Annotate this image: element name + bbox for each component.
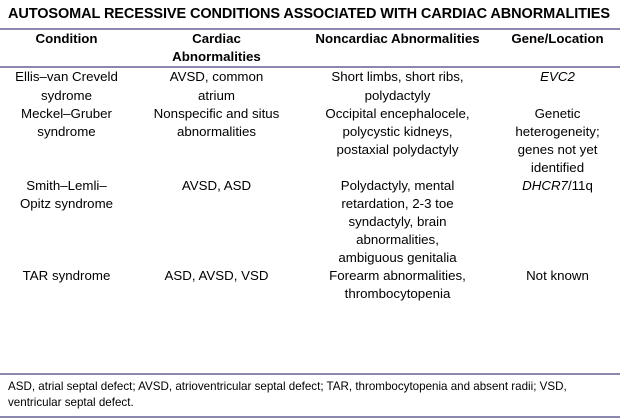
cell-noncardiac-abnormalities-line3: postaxial polydactyly (336, 141, 459, 157)
cell-noncardiac-abnormalities-line1: Short limbs, short ribs, (331, 69, 464, 85)
column-header-condition-line2: Condition (35, 31, 98, 47)
cell-noncardiac-abnormalities-line5: ambiguous genitalia (338, 250, 457, 266)
cell-condition: Ellis–van Creveld sydrome (0, 68, 133, 104)
page-title: AUTOSOMAL RECESSIVE CONDITIONS ASSOCIATE… (8, 6, 610, 22)
column-header-cardiac-line2: Abnormalities (172, 49, 261, 65)
rule-below-header (0, 66, 620, 69)
cell-condition: Smith–Lemli– Opitz syndrome (0, 177, 133, 267)
figure-title-block: AUTOSOMAL RECESSIVE CONDITIONS ASSOCIATE… (0, 0, 620, 28)
cell-cardiac-abnormalities-line2: atrium (198, 87, 235, 103)
gene-symbol: EVC2 (540, 69, 575, 85)
cell-condition-line1: TAR syndrome (22, 268, 111, 284)
column-header-cardiac-abnormalities: Cardiac Abnormalities (133, 30, 300, 66)
column-header-noncardiac-abnormalities: Noncardiac Abnormalities (300, 30, 495, 66)
table-body: Ellis–van Creveld sydrome AVSD, common atri… (0, 68, 620, 303)
cell-noncardiac-abnormalities-line2: retardation, 2-3 toe (341, 195, 454, 211)
cell-condition-line2: Opitz syndrome (19, 195, 114, 211)
cell-noncardiac-abnormalities-line1: Forearm abnormalities, (329, 268, 466, 284)
column-header-condition: Condition (0, 30, 133, 66)
footnote-block: ASD, atrial septal defect; AVSD, atriove… (0, 372, 620, 418)
rule-below-title (0, 28, 620, 31)
cell-condition-line2: sydrome (41, 87, 92, 103)
cell-cardiac-abnormalities: ASD, AVSD, VSD (133, 267, 300, 303)
cell-condition-line1: Smith–Lemli– (26, 177, 107, 193)
cell-condition: TAR syndrome (0, 267, 133, 303)
rule-below-footnote (0, 416, 620, 418)
cell-condition: Meckel–Gruber syndrome (0, 105, 133, 177)
cell-noncardiac-abnormalities-line2: polydactyly (364, 87, 431, 103)
column-header-noncardiac-line2: Noncardiac Abnormalities (315, 31, 480, 47)
column-header-cardiac-line1: Cardiac (192, 31, 241, 47)
cell-gene-location-line4: identified (530, 159, 585, 175)
cell-gene-location-line1: DHCR7/11q (495, 177, 620, 195)
cell-gene-location: Genetic heterogeneity; genes not yet identi… (495, 105, 620, 177)
cell-noncardiac-abnormalities-line3: syndactyly, brain (348, 214, 447, 230)
cell-noncardiac-abnormalities-line1: Occipital encephalocele, (325, 105, 470, 121)
cell-noncardiac-abnormalities: Forearm abnormalities, thrombocytopenia (300, 267, 495, 303)
table-row: Ellis–van Creveld sydrome AVSD, common atri… (0, 68, 620, 104)
cell-gene-location-line1: Not known (526, 268, 589, 284)
column-header-gene-location: Gene/Location (495, 30, 620, 66)
cell-condition-line1: Meckel–Gruber (21, 105, 112, 121)
conditions-table-body: Ellis–van Creveld sydrome AVSD, common atri… (0, 68, 620, 303)
gene-symbol: DHCR7 (522, 177, 568, 193)
cell-noncardiac-abnormalities: Short limbs, short ribs, polydactyly (300, 68, 495, 104)
cell-gene-location-line2: heterogeneity; (515, 123, 600, 139)
cell-cardiac-abnormalities-line2: abnormalities (176, 123, 257, 139)
table-row: Meckel–Gruber syndrome Nonspecific and sit… (0, 105, 620, 177)
cell-noncardiac-abnormalities: Polydactyly, mental retardation, 2-3 toe s… (300, 177, 495, 267)
rule-above-footnote (0, 372, 620, 375)
cell-cardiac-abnormalities: Nonspecific and situs abnormalities (133, 105, 300, 177)
cell-gene-location: DHCR7/11q (495, 177, 620, 267)
cell-gene-location-line1: EVC2 (495, 68, 620, 86)
cell-cardiac-abnormalities-line1: Nonspecific and situs (153, 105, 280, 121)
table-footnote: ASD, atrial septal defect; AVSD, atriove… (8, 379, 567, 409)
cell-gene-location-line1: Genetic (534, 105, 581, 121)
cell-cardiac-abnormalities-line1: ASD, AVSD, VSD (164, 268, 269, 284)
table-head: Condition Cardiac Abnormalities Noncardi… (0, 30, 620, 66)
gene-locus: /11q (567, 177, 593, 193)
cell-cardiac-abnormalities-line1: AVSD, common (169, 69, 264, 85)
table-row: Smith–Lemli– Opitz syndrome AVSD, ASD Polyd… (0, 177, 620, 267)
cell-condition-line1: Ellis–van Creveld (15, 69, 118, 85)
cell-gene-location: Not known (495, 267, 620, 303)
cell-noncardiac-abnormalities: Occipital encephalocele, polycystic kidne… (300, 105, 495, 177)
cell-cardiac-abnormalities-line1: AVSD, ASD (181, 177, 252, 193)
cell-noncardiac-abnormalities-line2: polycystic kidneys, (342, 123, 453, 139)
cell-gene-location-line3: genes not yet (517, 141, 598, 157)
cell-cardiac-abnormalities: AVSD, ASD (133, 177, 300, 267)
cell-noncardiac-abnormalities-line4: abnormalities, (356, 232, 439, 248)
column-header-gene-line2: Gene/Location (511, 31, 604, 47)
cell-noncardiac-abnormalities-line2: thrombocytopenia (344, 286, 451, 302)
table-row: TAR syndrome ASD, AVSD, VSD Forearm abnorm… (0, 267, 620, 303)
cell-gene-location: EVC2 (495, 68, 620, 104)
conditions-table: Condition Cardiac Abnormalities Noncardi… (0, 30, 620, 66)
table-header-row: Condition Cardiac Abnormalities Noncardi… (0, 30, 620, 66)
cell-noncardiac-abnormalities-line1: Polydactyly, mental (340, 177, 455, 193)
cell-condition-line2: syndrome (37, 123, 96, 139)
cell-cardiac-abnormalities: AVSD, common atrium (133, 68, 300, 104)
